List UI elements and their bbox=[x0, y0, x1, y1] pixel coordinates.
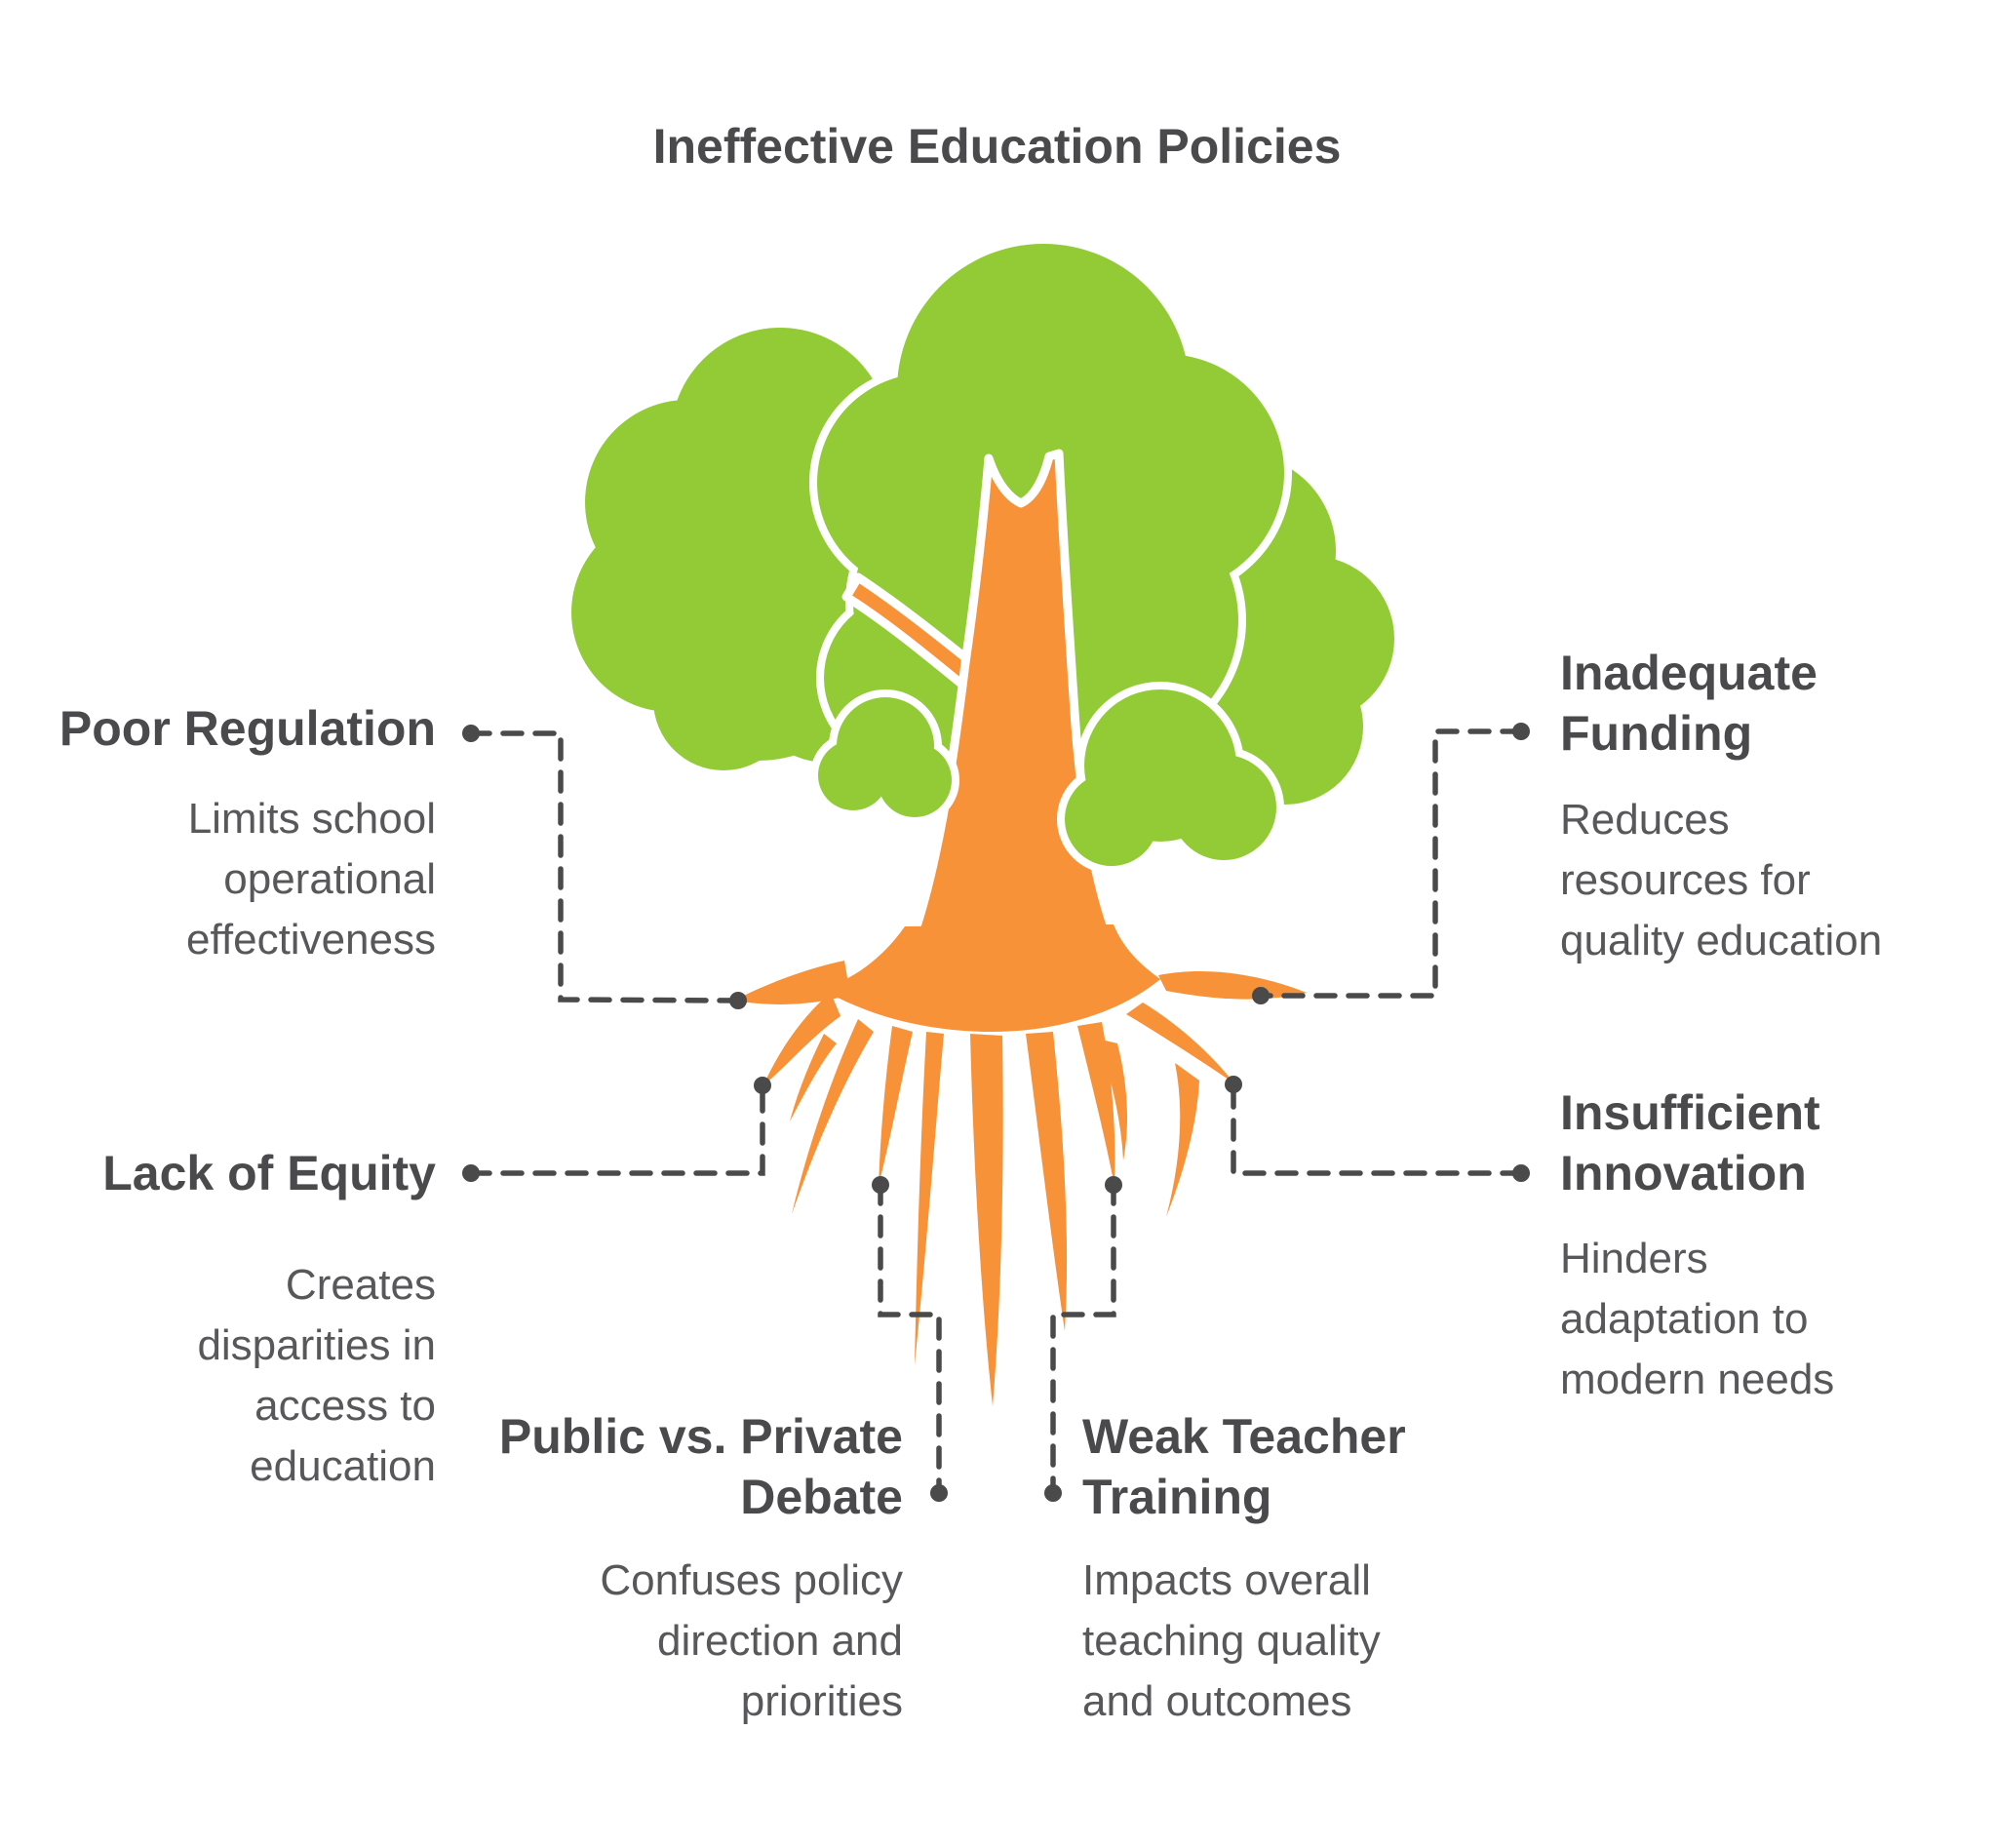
connector-insufficient-innovation bbox=[1225, 1076, 1530, 1182]
connector-inadequate-funding bbox=[1252, 723, 1530, 1004]
connector-weak-teacher-training bbox=[1044, 1176, 1122, 1502]
connector-lack-of-equity bbox=[462, 1077, 771, 1182]
item-body-lack-of-equity: Creates disparities in access to educati… bbox=[197, 1261, 436, 1490]
connector-dot bbox=[754, 1077, 771, 1094]
item-body-insufficient-innovation: Hinders adaptation to modern needs bbox=[1560, 1235, 1835, 1403]
item-heading-inadequate-funding: Inadequate Funding bbox=[1560, 646, 1818, 761]
connector-poor-regulation bbox=[462, 725, 747, 1009]
connector-dot bbox=[729, 992, 747, 1009]
tree-roots bbox=[733, 924, 1307, 1406]
connector-dot bbox=[1252, 987, 1270, 1004]
connector-dot bbox=[462, 1164, 480, 1182]
item-heading-public-vs-private-debate: Public vs. Private Debate bbox=[498, 1409, 903, 1524]
connector-dot bbox=[1044, 1484, 1062, 1502]
item-body-public-vs-private-debate: Confuses policy direction and priorities bbox=[600, 1556, 903, 1725]
item-body-weak-teacher-training: Impacts overall teaching quality and out… bbox=[1082, 1556, 1381, 1725]
connector-dot bbox=[1105, 1176, 1122, 1194]
item-heading-poor-regulation: Poor Regulation bbox=[59, 701, 436, 756]
item-heading-weak-teacher-training: Weak Teacher Training bbox=[1082, 1409, 1406, 1524]
item-body-poor-regulation: Limits school operational effectiveness bbox=[185, 795, 436, 963]
connector-dot bbox=[872, 1176, 889, 1194]
connector-dot bbox=[1512, 723, 1530, 740]
connector-dot bbox=[930, 1484, 948, 1502]
connector-dot bbox=[1512, 1164, 1530, 1182]
connector-public-vs-private-debate bbox=[872, 1176, 948, 1502]
connector-dot bbox=[462, 725, 480, 742]
item-heading-lack-of-equity: Lack of Equity bbox=[102, 1146, 436, 1200]
page-title: Ineffective Education Policies bbox=[652, 119, 1342, 174]
item-body-inadequate-funding: Reduces resources for quality education bbox=[1560, 796, 1883, 964]
connector-dot bbox=[1225, 1076, 1242, 1093]
item-heading-insufficient-innovation: Insufficient Innovation bbox=[1560, 1085, 1820, 1200]
